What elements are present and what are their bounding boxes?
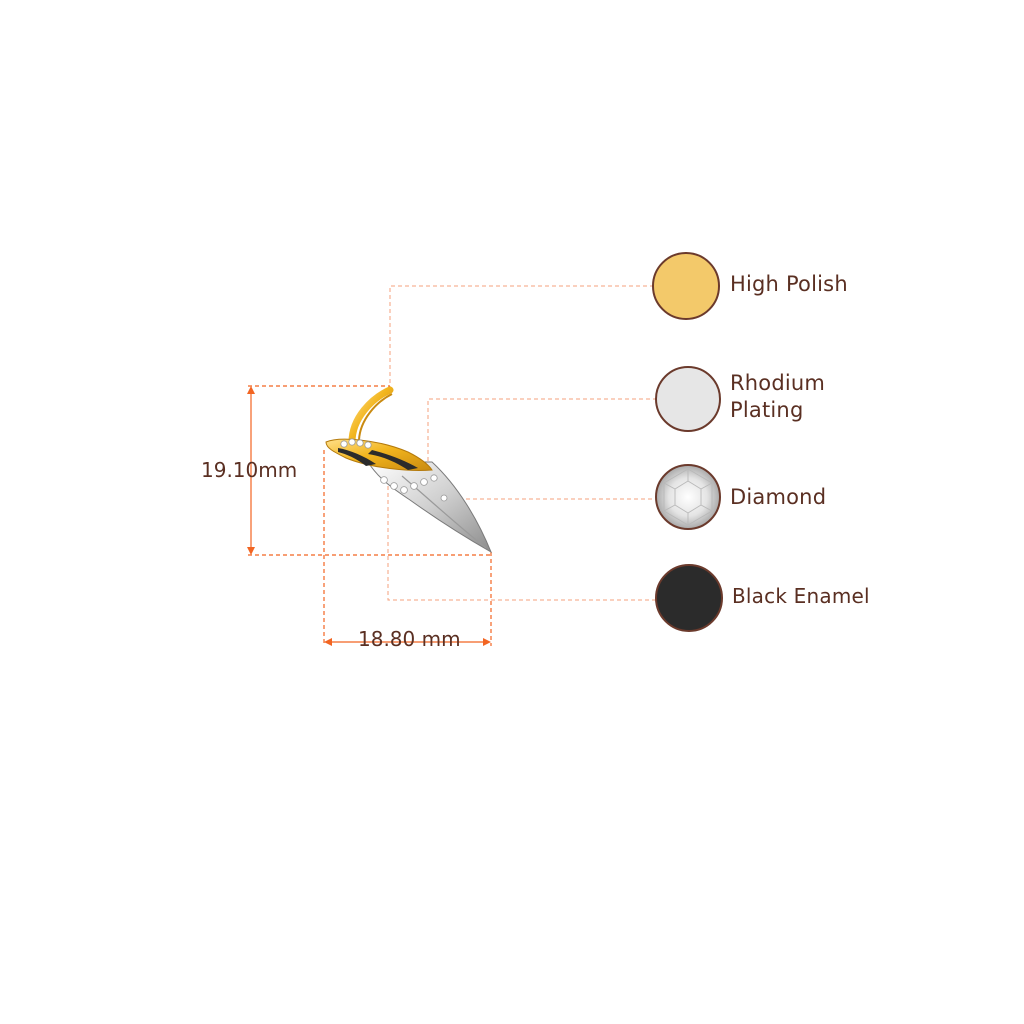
dimension-lines [247,385,492,646]
width-dimension-label: 18.80 mm [358,627,461,651]
legend-label-rhodium-plating: Rhodium Plating [730,370,825,424]
gold-hook [348,386,394,446]
leader-lines [387,285,656,601]
enamel-stripe-1 [338,448,376,466]
legend-label-rhodium-line2: Plating [730,398,804,422]
leader-line-rhodium [427,398,656,468]
height-arrow-top [247,386,255,394]
legend-swatches [652,252,723,632]
height-dimension-label: 19.10mm [201,458,298,482]
legend-label-diamond: Diamond [730,485,827,509]
diamond-stones [340,438,448,502]
leader-line-enamel [387,472,656,601]
earring-illustration [325,386,493,554]
width-arrow-right [483,638,491,646]
enamel-stripe-2 [368,450,418,470]
swatch-black-enamel [655,564,723,632]
legend-label-rhodium-line1: Rhodium [730,371,826,395]
legend-label-black-enamel: Black Enamel [732,584,870,608]
rhodium-claw [367,461,493,554]
swatch-rhodium-plating [655,366,721,432]
width-arrow-left [324,638,332,646]
height-arrow-bottom [247,547,255,555]
swatch-diamond [655,464,721,530]
swatch-high-polish [652,252,720,320]
leader-line-high-polish [389,285,652,390]
legend-label-high-polish: High Polish [730,272,848,296]
